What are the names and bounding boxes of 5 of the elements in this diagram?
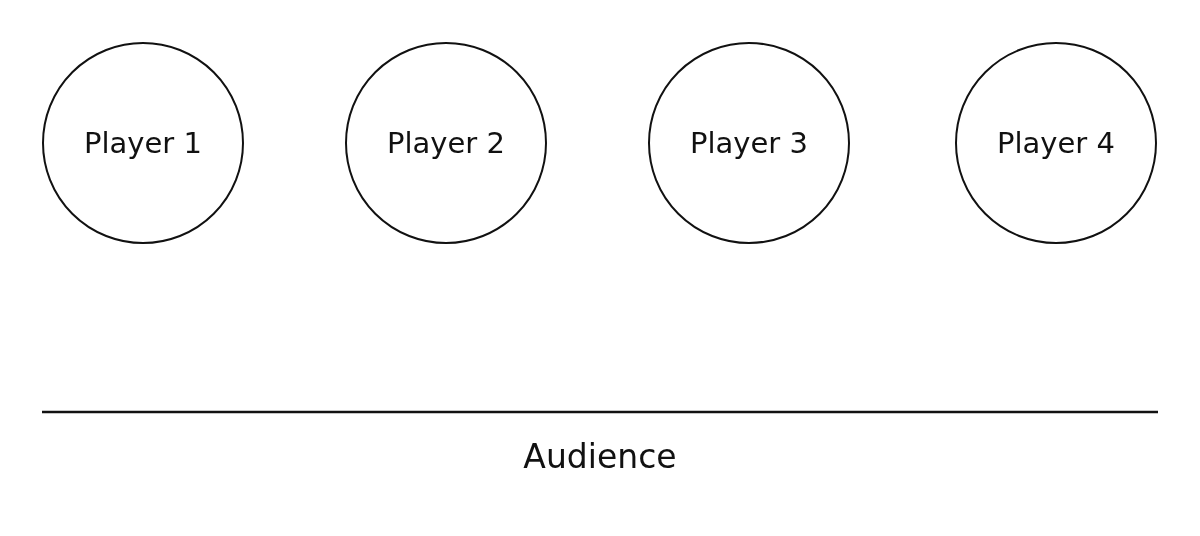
player-label: Player 1 xyxy=(84,126,202,160)
player-label: Player 3 xyxy=(690,126,808,160)
player-label: Player 2 xyxy=(387,126,505,160)
player-label: Player 4 xyxy=(997,126,1115,160)
audience-label: Audience xyxy=(523,437,677,476)
